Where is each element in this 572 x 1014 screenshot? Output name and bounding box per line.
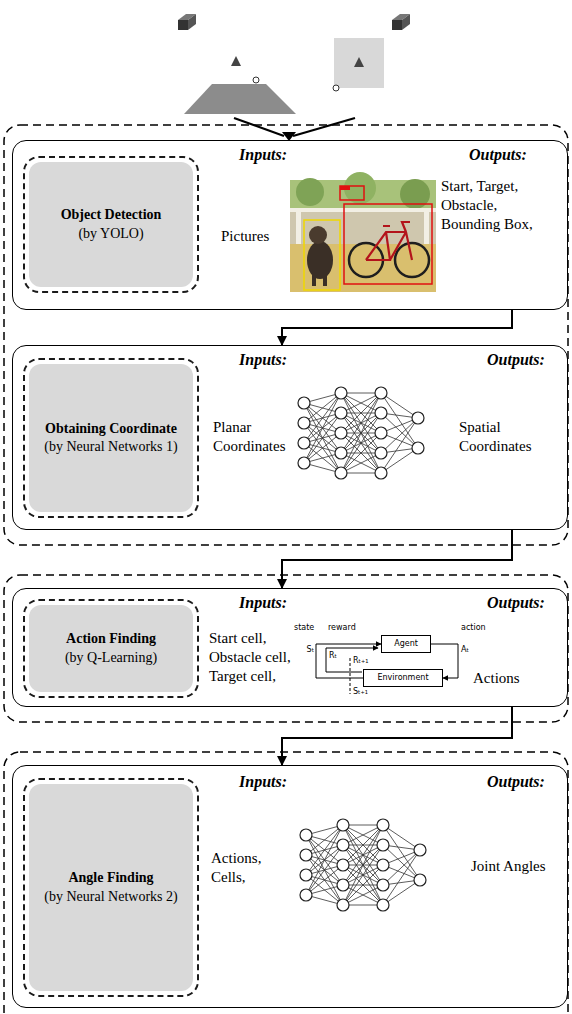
step-box: Obtaining Coordinate(by Neural Networks …: [23, 358, 199, 518]
io-text: Actions, Cells,: [211, 849, 277, 887]
column-heading: Inputs:: [239, 350, 287, 369]
start-dot: [333, 85, 339, 91]
rl-box: Environment: [363, 669, 443, 687]
step-method: (by Q-Learning): [65, 649, 157, 667]
signal-label: Rₜ₊₁: [353, 657, 368, 666]
tree: [296, 178, 324, 206]
input-line: [234, 118, 284, 136]
time-step-line: [350, 658, 351, 694]
bounding-box: [304, 220, 340, 290]
column-heading: Inputs:: [239, 593, 287, 612]
io-text: Planar Coordinates: [213, 418, 297, 456]
group-outline: [4, 575, 568, 722]
target-triangle: [354, 57, 364, 67]
step-title: Object Detection: [61, 206, 162, 224]
target-triangle: [231, 56, 241, 66]
grid-area: [334, 38, 384, 88]
box-fill: [29, 784, 193, 991]
input-line: [293, 118, 355, 136]
group-outline: [4, 752, 568, 1014]
rl-text: Environment: [377, 674, 428, 683]
neural-network: [300, 819, 426, 911]
cube-side: [188, 14, 196, 30]
step-method: (by YOLO): [78, 225, 143, 243]
column-heading: Outputs:: [487, 350, 545, 369]
io-text: Joint Angles: [471, 857, 546, 876]
cube: [392, 20, 402, 30]
bike-frame: [366, 222, 412, 260]
column-heading: Inputs:: [239, 772, 287, 791]
flow-arrow: [282, 530, 512, 588]
step-method: (by Neural Networks 2): [44, 888, 177, 906]
signal-label: Aₜ: [461, 646, 469, 655]
dog-head: [309, 226, 327, 244]
rl-text: Agent: [394, 640, 418, 649]
column-heading: Outputs:: [469, 145, 527, 164]
signal-label: action: [461, 624, 486, 633]
bounding-box: [340, 186, 364, 200]
signal-label: Rₜ: [329, 652, 337, 661]
column-heading: Outputs:: [487, 772, 545, 791]
dog-body: [307, 241, 333, 279]
step-title: Obtaining Coordinate: [45, 420, 177, 438]
signal-label: state: [294, 624, 314, 633]
dog-leg: [323, 272, 327, 286]
dog-leg: [312, 272, 316, 286]
scene-left: [178, 14, 296, 114]
bounding-box: [344, 204, 432, 284]
cube-side: [402, 14, 410, 30]
box-tag: [340, 186, 350, 190]
step-box: Angle Finding(by Neural Networks 2): [23, 778, 199, 997]
box-fill: [29, 364, 193, 512]
step-title: Angle Finding: [68, 869, 153, 887]
signal-label: Sₜ: [300, 646, 314, 655]
io-text: Spatial Coordinates: [459, 418, 545, 456]
rail: [290, 208, 436, 212]
signal-label: reward: [328, 624, 356, 633]
detection-photo: [290, 172, 436, 292]
camera-view: [184, 84, 296, 114]
io-text: Actions: [473, 669, 520, 688]
step-method: (by Neural Networks 1): [44, 438, 177, 456]
process-row: Inputs: Pictures Outputs: Start, Target, Ob…: [12, 140, 568, 310]
group-outline: [4, 125, 568, 545]
process-row: Inputs: Actions, Cells, Outputs: Joint Angl…: [12, 765, 568, 1008]
cube: [178, 20, 188, 30]
rl-box: Agent: [381, 635, 431, 653]
column-heading: Inputs:: [239, 145, 287, 164]
step-box: Action Finding(by Q-Learning): [23, 599, 199, 698]
flow-arrow: [282, 310, 512, 345]
io-text: Start cell, Obstacle cell, Target cell,: [209, 629, 297, 686]
neural-network: [298, 387, 424, 479]
flow-arrow: [282, 707, 512, 765]
io-text: Start, Target, Obstacle, Bounding Box,: [441, 177, 559, 234]
signal-label: Sₜ₊₁: [353, 688, 368, 697]
box-fill: [29, 162, 193, 287]
column-heading: Outputs:: [487, 593, 545, 612]
scene-right: [333, 14, 410, 91]
step-box: Object Detection(by YOLO): [23, 156, 199, 293]
io-text: Pictures: [221, 227, 269, 246]
box-fill: [29, 605, 193, 692]
process-row: Inputs: Planar Coordinates Outputs: Spatial…: [12, 345, 568, 530]
house-wall: [290, 210, 436, 244]
step-title: Action Finding: [66, 630, 156, 648]
process-row: Inputs: Start cell, Obstacle cell, Target…: [12, 588, 568, 707]
start-dot: [253, 77, 259, 83]
